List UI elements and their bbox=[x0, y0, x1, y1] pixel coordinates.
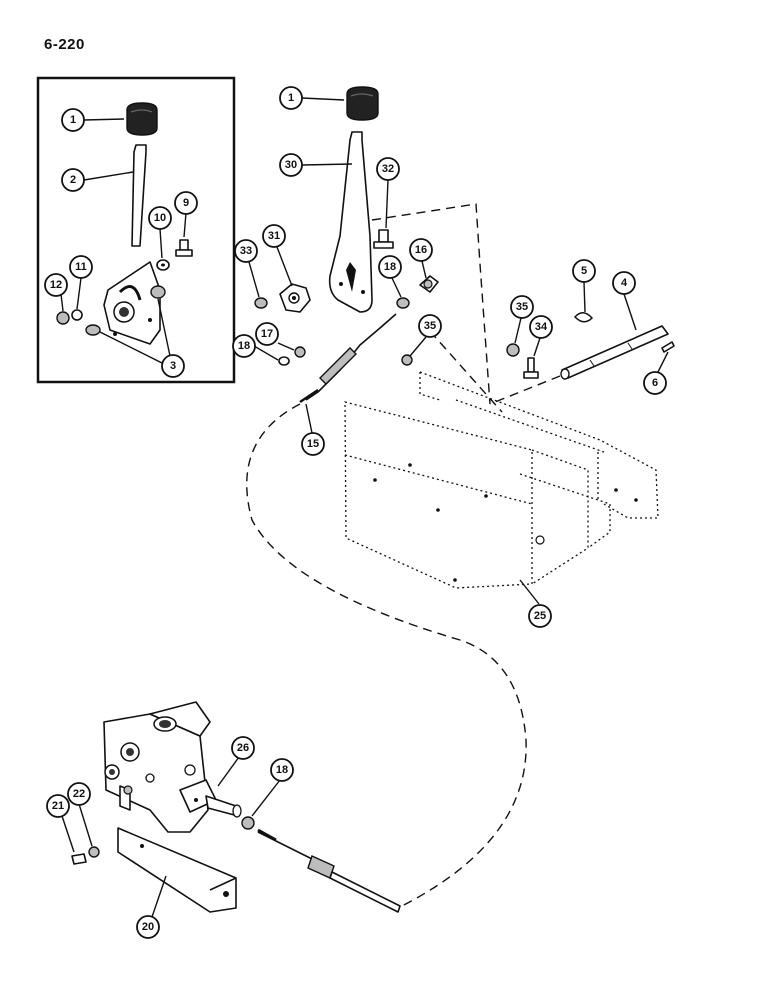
callout-20: 20 bbox=[136, 915, 160, 939]
spacer-parts bbox=[85, 285, 166, 336]
valve-assembly: 26 18 21 22 20 bbox=[46, 701, 401, 939]
callout-1: 1 bbox=[61, 108, 85, 132]
svg-text:18: 18 bbox=[384, 261, 396, 273]
callout-5: 5 bbox=[572, 259, 596, 283]
callout-12: 12 bbox=[44, 273, 68, 297]
svg-text:31: 31 bbox=[268, 230, 280, 242]
svg-text:34: 34 bbox=[535, 321, 548, 333]
callout-31: 31 bbox=[262, 224, 286, 248]
callout-34: 34 bbox=[529, 315, 553, 339]
bolt-part bbox=[523, 357, 539, 379]
washer-part bbox=[278, 356, 290, 366]
callout-35: 35 bbox=[418, 314, 442, 338]
svg-text:10: 10 bbox=[154, 212, 166, 224]
knob-part bbox=[126, 102, 158, 136]
svg-text:16: 16 bbox=[415, 244, 427, 256]
svg-text:33: 33 bbox=[240, 245, 252, 257]
svg-text:18: 18 bbox=[276, 764, 288, 776]
svg-text:6: 6 bbox=[652, 377, 658, 389]
callout-16: 16 bbox=[409, 238, 433, 262]
svg-text:17: 17 bbox=[261, 328, 273, 340]
shaft-part bbox=[560, 325, 669, 380]
callout-10: 10 bbox=[148, 206, 172, 230]
svg-text:35: 35 bbox=[516, 301, 528, 313]
svg-text:18: 18 bbox=[238, 340, 250, 352]
callout-11: 11 bbox=[69, 255, 93, 279]
bolt-part bbox=[373, 229, 394, 249]
callout-18: 18 bbox=[232, 334, 256, 358]
callout-26: 26 bbox=[231, 736, 255, 760]
svg-text:4: 4 bbox=[621, 277, 628, 289]
callout-17: 17 bbox=[255, 322, 279, 346]
svg-text:26: 26 bbox=[237, 742, 249, 754]
svg-text:15: 15 bbox=[307, 438, 319, 450]
pin-part bbox=[661, 341, 675, 353]
bracket-part bbox=[117, 827, 237, 913]
svg-text:12: 12 bbox=[50, 279, 62, 291]
upper-assembly: 1 30 32 33 31 16 18 17 18 15 35 35 34 5 … bbox=[232, 86, 675, 907]
lever-part bbox=[103, 144, 161, 345]
svg-text:25: 25 bbox=[534, 610, 546, 622]
svg-text:30: 30 bbox=[285, 159, 297, 171]
knob-part bbox=[346, 86, 379, 121]
svg-text:20: 20 bbox=[142, 921, 154, 933]
nut-part bbox=[294, 346, 306, 358]
valve-body-part bbox=[103, 701, 211, 833]
bolt-part bbox=[175, 239, 193, 257]
svg-text:1: 1 bbox=[70, 114, 76, 126]
callout-18: 18 bbox=[378, 255, 402, 279]
svg-text:9: 9 bbox=[183, 197, 189, 209]
lever-part bbox=[328, 131, 373, 313]
callout-30: 30 bbox=[279, 153, 303, 177]
nut-part bbox=[88, 846, 100, 858]
frame-part bbox=[344, 371, 659, 589]
callout-33: 33 bbox=[234, 239, 258, 263]
clip-part bbox=[573, 312, 594, 323]
svg-text:32: 32 bbox=[382, 163, 394, 175]
nut-part bbox=[401, 354, 413, 366]
svg-text:11: 11 bbox=[75, 261, 87, 273]
svg-text:22: 22 bbox=[73, 788, 85, 800]
bolt-part bbox=[71, 853, 87, 865]
inset-frame bbox=[36, 76, 236, 384]
callout-25: 25 bbox=[528, 604, 552, 628]
callout-35: 35 bbox=[510, 295, 534, 319]
svg-text:5: 5 bbox=[581, 265, 587, 277]
cable-part bbox=[257, 828, 401, 913]
svg-text:1: 1 bbox=[288, 92, 294, 104]
cable-part bbox=[299, 313, 397, 404]
nut-part bbox=[241, 816, 255, 830]
callout-3: 3 bbox=[161, 354, 185, 378]
page-number: 6-220 bbox=[44, 36, 85, 53]
callout-9: 9 bbox=[174, 191, 198, 215]
spool-part bbox=[179, 779, 242, 818]
callout-1: 1 bbox=[279, 86, 303, 110]
callout-15: 15 bbox=[301, 432, 325, 456]
nut-part bbox=[254, 297, 268, 309]
callout-4: 4 bbox=[612, 271, 636, 295]
bracket-part bbox=[279, 283, 311, 313]
callout-22: 22 bbox=[67, 782, 91, 806]
callout-32: 32 bbox=[376, 157, 400, 181]
callout-18: 18 bbox=[270, 758, 294, 782]
callout-21: 21 bbox=[46, 794, 70, 818]
callout-6: 6 bbox=[643, 371, 667, 395]
callout-2: 2 bbox=[61, 168, 85, 192]
washer-part bbox=[71, 309, 83, 321]
nut-part bbox=[56, 311, 70, 325]
svg-text:21: 21 bbox=[52, 800, 64, 812]
svg-text:3: 3 bbox=[170, 360, 176, 372]
inset-panel: 1 2 3 9 10 11 12 bbox=[36, 76, 236, 384]
svg-text:35: 35 bbox=[424, 320, 436, 332]
nut-part bbox=[506, 343, 520, 357]
svg-text:2: 2 bbox=[70, 174, 76, 186]
fitting-part bbox=[419, 275, 439, 293]
nut-part bbox=[396, 297, 410, 309]
